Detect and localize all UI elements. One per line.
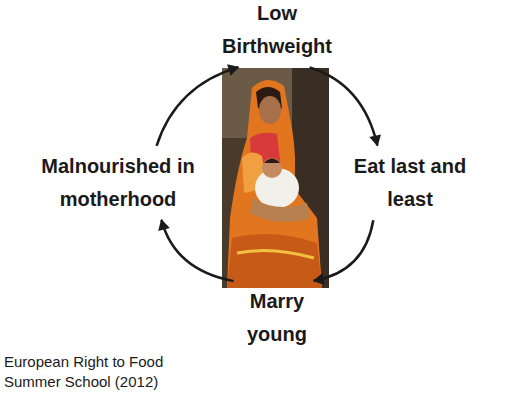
cycle-stage: Low Birthweight	[212, 0, 342, 63]
stage-label: Eat last and least	[335, 150, 485, 216]
cycle-arrow	[314, 220, 374, 280]
cycle-arrow	[310, 68, 378, 146]
cycle-stage: Marry young	[227, 285, 327, 351]
stage-label: Low Birthweight	[212, 0, 342, 63]
cycle-stage: Eat last and least	[335, 150, 485, 216]
cycle-arrow	[161, 220, 233, 281]
cycle-arrow	[157, 67, 239, 146]
stage-label: Malnourished in motherhood	[26, 150, 211, 216]
stage-label: Marry young	[227, 285, 327, 351]
mother-child-photo	[222, 68, 329, 288]
cycle-stage: Malnourished in motherhood	[26, 150, 211, 216]
source-caption: European Right to Food Summer School (20…	[4, 352, 179, 392]
